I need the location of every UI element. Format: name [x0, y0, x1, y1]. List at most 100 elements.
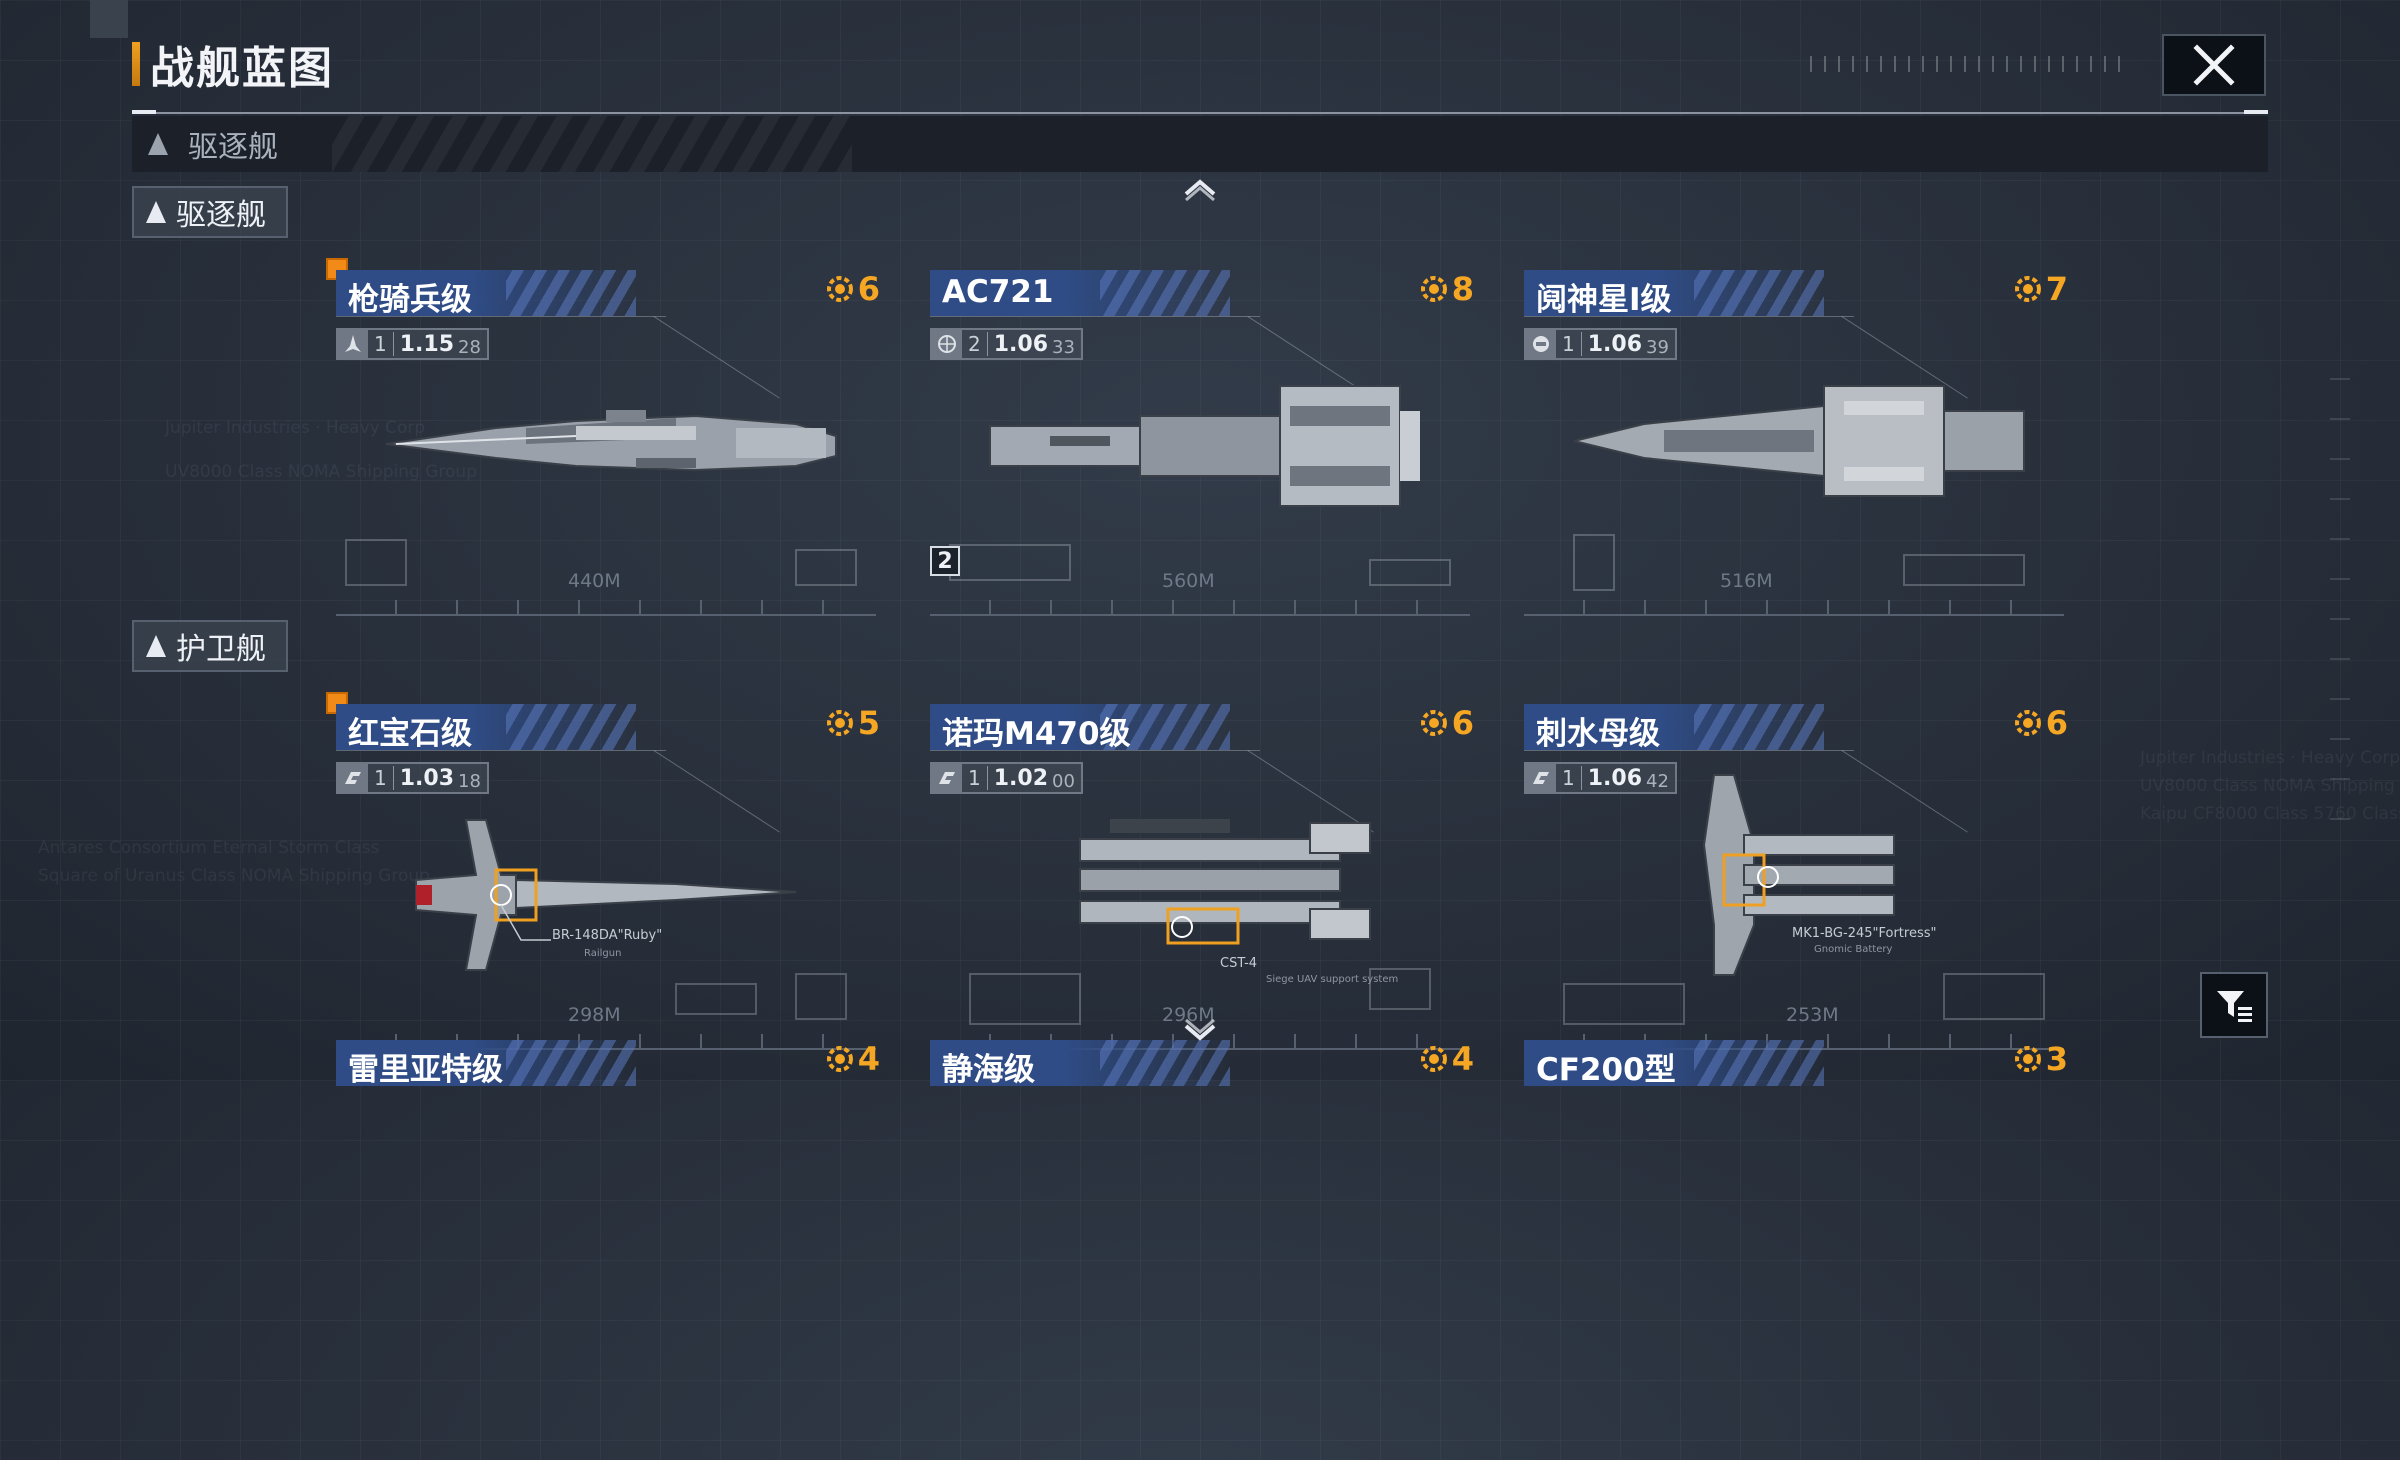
- ship-name: CF200型: [1536, 1052, 1676, 1088]
- blueprint-sketch: [675, 973, 847, 1020]
- ship-card[interactable]: 枪骑兵级 6 1 1.15 28 440M: [326, 258, 880, 690]
- scale-ruler: [336, 600, 876, 616]
- level-badge: 2: [930, 546, 960, 576]
- ship-rating: 1.15: [399, 331, 455, 357]
- cost-icon: [826, 710, 853, 736]
- weapon-type: Railgun: [584, 948, 622, 959]
- ship-card[interactable]: 诺玛M470级 6 1 1.02 00 CST-4 Siege UAV supp…: [930, 704, 1474, 1124]
- ship-name: 枪骑兵级: [348, 282, 472, 318]
- blueprint-sketch: [1563, 973, 2045, 1025]
- ship-illustration: [415, 819, 797, 971]
- ship-card[interactable]: 雷里亚特级 4: [336, 1040, 880, 1460]
- cost-icon: [826, 276, 853, 302]
- weapon-label: BR-148DA"Ruby": [552, 928, 663, 943]
- ship-length: 560M: [1162, 570, 1215, 592]
- ship-stats: 1 1.03 18: [336, 762, 489, 794]
- stripe-decoration: [332, 116, 852, 172]
- cost-badge: 4: [826, 1040, 880, 1078]
- name-bar: [930, 1040, 1230, 1086]
- ship-card[interactable]: 阋神星I级 7 1 1.06 39 516M: [1524, 270, 2068, 690]
- ship-rating-sub: 00: [1052, 770, 1075, 792]
- globe-icon: [932, 330, 962, 358]
- close-icon: [2193, 44, 2235, 86]
- cost-value: 6: [857, 270, 880, 308]
- ship-illustration: [1702, 774, 1895, 976]
- cost-icon: [826, 1046, 853, 1072]
- name-bar: [930, 270, 1230, 316]
- ship-rating-sub: 39: [1646, 336, 1669, 358]
- cost-badge: 6: [1420, 704, 1474, 742]
- ship-name: 雷里亚特级: [348, 1052, 503, 1088]
- brand-icon: [338, 764, 368, 792]
- faction-icon: [1526, 330, 1556, 358]
- ship-illustration: [989, 385, 1420, 507]
- ship-length: 253M: [1786, 1004, 1839, 1026]
- brand-icon: [932, 764, 962, 792]
- divider-accent: [2244, 110, 2268, 114]
- name-underline: [1524, 750, 1854, 751]
- background-text: Jupiter Industries · Heavy Corp: [2140, 748, 2400, 768]
- name-bar: [336, 270, 636, 316]
- ship-rating-sub: 42: [1646, 770, 1669, 792]
- name-bar: [336, 704, 636, 750]
- cost-value: 7: [2045, 270, 2068, 308]
- blueprint-sketch: [1573, 534, 2025, 591]
- cost-icon: [1420, 276, 1447, 302]
- page-title: 战舰蓝图: [150, 43, 334, 94]
- close-button[interactable]: [2162, 34, 2266, 96]
- cost-badge: 4: [1420, 1040, 1474, 1078]
- ship-illustration: [385, 410, 837, 472]
- ship-name: 阋神星I级: [1536, 282, 1672, 318]
- blueprint-sketch: [969, 968, 1431, 1025]
- cost-value: 6: [1451, 704, 1474, 742]
- cost-badge: 6: [826, 270, 880, 308]
- header-divider: [132, 112, 2268, 114]
- cost-badge: 3: [2014, 1040, 2068, 1078]
- ship-count: 1: [962, 766, 988, 790]
- ship-count: 1: [1556, 332, 1582, 356]
- section-destroyer-button[interactable]: 驱逐舰: [132, 186, 288, 238]
- ship-name: 红宝石级: [348, 716, 472, 752]
- ship-count: 1: [1556, 766, 1582, 790]
- name-bar: [1524, 270, 1824, 316]
- ship-name: 诺玛M470级: [942, 716, 1131, 752]
- filter-button[interactable]: [2200, 972, 2268, 1038]
- ship-class-icon: [146, 635, 166, 657]
- corner-block: [90, 0, 128, 38]
- cost-value: 4: [1451, 1040, 1474, 1078]
- cost-value: 5: [857, 704, 880, 742]
- category-dropdown[interactable]: 驱逐舰: [132, 116, 2268, 172]
- section-label: 护卫舰: [176, 632, 266, 667]
- weapon-type: Siege UAV support system: [1266, 974, 1399, 985]
- name-underline: [930, 316, 1260, 317]
- ship-rating: 1.06: [1587, 331, 1643, 357]
- ship-name: 静海级: [942, 1052, 1035, 1088]
- cost-icon: [2014, 710, 2041, 736]
- filter-icon: [2217, 991, 2252, 1022]
- cost-icon: [1420, 710, 1447, 736]
- ship-card[interactable]: CF200型 3: [1524, 1040, 2068, 1460]
- name-underline: [336, 750, 666, 751]
- section-frigate-button[interactable]: 护卫舰: [132, 620, 288, 672]
- ship-stats: 1 1.15 28: [336, 328, 489, 360]
- cost-badge: 8: [1420, 270, 1474, 308]
- scroll-down-chevron-icon[interactable]: [1182, 1018, 1218, 1042]
- ship-illustration: [1079, 819, 1371, 945]
- ship-card[interactable]: AC721 8 2 1.06 33 2 560M: [930, 270, 1474, 690]
- cost-badge: 6: [2014, 704, 2068, 742]
- side-ruler: [2330, 340, 2350, 820]
- ship-stats: 1 1.02 00: [930, 762, 1083, 794]
- name-underline: [1524, 316, 1854, 317]
- background-text: Square of Uranus Class NOMA Shipping Gro…: [38, 866, 430, 886]
- ship-length: 440M: [568, 570, 621, 592]
- ship-card[interactable]: 静海级 4: [930, 1040, 1474, 1460]
- cost-value: 3: [2045, 1040, 2068, 1078]
- section-label: 驱逐舰: [176, 198, 266, 233]
- ship-stats: 1 1.06 42: [1524, 762, 1677, 794]
- ship-stats: 2 1.06 33: [930, 328, 1083, 360]
- ship-length: 296M: [1162, 1004, 1215, 1026]
- divider-accent: [132, 110, 156, 114]
- background-text: Kaipu CF8000 Class 5760 Class: [2140, 804, 2400, 824]
- ship-length: 298M: [568, 1004, 621, 1026]
- scroll-up-chevron-icon[interactable]: [1182, 178, 1218, 202]
